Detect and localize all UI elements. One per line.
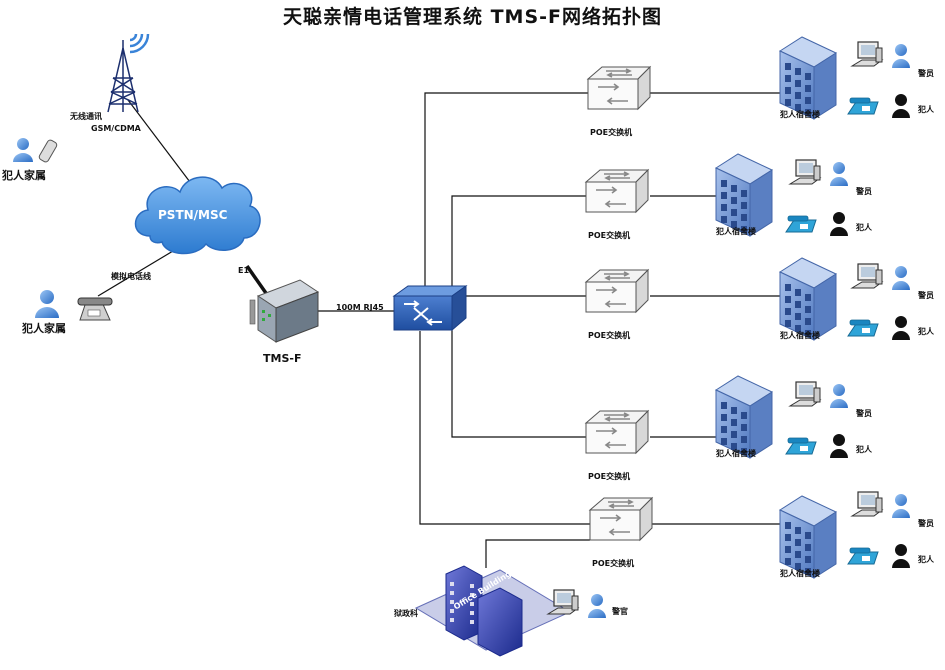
guard-user-icon [892, 266, 910, 290]
link-core-poe-4 [451, 327, 586, 438]
dormitory-building-icon [778, 257, 838, 341]
dormitory-building-icon [778, 495, 838, 579]
poe-switch-icon [584, 409, 650, 455]
link-core-poe-5 [419, 331, 590, 525]
guard-user-icon [830, 162, 848, 186]
poe-switch-icon [584, 268, 650, 314]
office-layer [414, 565, 606, 657]
computer-icon [546, 589, 580, 615]
computer-icon [850, 491, 884, 517]
wireless-signal-icon [129, 33, 150, 54]
dormitory-label: 犯人宿舍楼 [716, 227, 756, 236]
inmate-label: 犯人 [856, 223, 872, 232]
link-core-poe-1 [424, 92, 588, 287]
family-label-top: 犯人家属 [2, 169, 46, 182]
rj45-label: 100M RJ45 [336, 303, 384, 312]
desk-phone-icon [77, 297, 113, 321]
inmate-label: 犯人 [856, 445, 872, 454]
link-poe-office [485, 539, 590, 568]
guard-label: 警员 [918, 69, 934, 78]
dormitory-building-icon [714, 153, 774, 237]
tms-label: TMS-F [263, 352, 302, 365]
ip-phone-icon [785, 437, 817, 455]
dormitory-label: 犯人宿舍楼 [780, 110, 820, 119]
ip-phone-icon [847, 97, 879, 115]
gsm-label: GSM/CDMA [91, 124, 141, 133]
page-title: 天聪亲情电话管理系统 TMS-F网络拓扑图 [282, 6, 663, 28]
poe-switch-label: POE交换机 [592, 559, 635, 568]
guard-label: 警员 [856, 187, 872, 196]
connection-lines [97, 92, 780, 568]
branch-group [586, 36, 910, 120]
office-dept-label: 狱政科 [394, 609, 418, 618]
branch-group [584, 375, 848, 459]
dormitory-label: 犯人宿舍楼 [780, 569, 820, 578]
guard-label: 警员 [918, 291, 934, 300]
officer-user-icon [588, 594, 606, 618]
wireless-label: 无线通讯 [70, 112, 102, 121]
computer-icon [850, 41, 884, 67]
e1-label: E1 [238, 266, 250, 275]
inmate-user-icon [830, 212, 848, 236]
poe-switch-icon [586, 65, 652, 111]
inmate-label: 犯人 [918, 327, 934, 336]
poe-switch-label: POE交换机 [588, 231, 631, 240]
link-core-poe-2 [451, 195, 586, 287]
family-label-bottom: 犯人家属 [22, 322, 66, 335]
inmate-label: 犯人 [918, 105, 934, 114]
office-building-icon [414, 565, 572, 657]
branches-layer [584, 36, 910, 579]
inmate-user-icon [892, 316, 910, 340]
dormitory-label: 犯人宿舍楼 [780, 331, 820, 340]
inmate-user-icon [892, 94, 910, 118]
poe-switch-label: POE交换机 [588, 331, 631, 340]
mobile-phone-icon [38, 139, 58, 163]
guard-user-icon [892, 44, 910, 68]
guard-label: 警员 [856, 409, 872, 418]
poe-switch-label: POE交换机 [590, 128, 633, 137]
family-user-icon [13, 138, 33, 162]
computer-icon [850, 263, 884, 289]
ip-phone-icon [847, 319, 879, 337]
tms-device-icon [249, 279, 320, 343]
link-tower-cloud [127, 99, 197, 191]
pstn-cloud-icon [134, 176, 261, 255]
dormitory-building-icon [714, 375, 774, 459]
inmate-user-icon [830, 434, 848, 458]
family-user-icon [35, 290, 59, 318]
ip-phone-icon [847, 547, 879, 565]
guard-label: 警员 [918, 519, 934, 528]
guard-user-icon [892, 494, 910, 518]
inmate-label: 犯人 [918, 555, 934, 564]
guard-user-icon [830, 384, 848, 408]
poe-switch-icon [588, 496, 654, 542]
cloud-label: PSTN/MSC [158, 208, 228, 222]
ip-phone-icon [785, 215, 817, 233]
poe-switch-label: POE交换机 [588, 472, 631, 481]
computer-icon [788, 159, 822, 185]
analog-line-label: 模拟电话线 [111, 272, 151, 281]
dormitory-building-icon [778, 36, 838, 120]
branch-group [584, 153, 848, 237]
inmate-user-icon [892, 544, 910, 568]
core-switch-icon [392, 285, 468, 332]
branch-group [584, 257, 910, 341]
branch-group [588, 491, 910, 579]
officer-label: 警官 [612, 607, 628, 616]
antenna-tower-icon [107, 40, 139, 113]
dormitory-label: 犯人宿舍楼 [716, 449, 756, 458]
link-cloud-tms [245, 264, 270, 298]
poe-switch-icon [584, 168, 650, 214]
computer-icon [788, 381, 822, 407]
